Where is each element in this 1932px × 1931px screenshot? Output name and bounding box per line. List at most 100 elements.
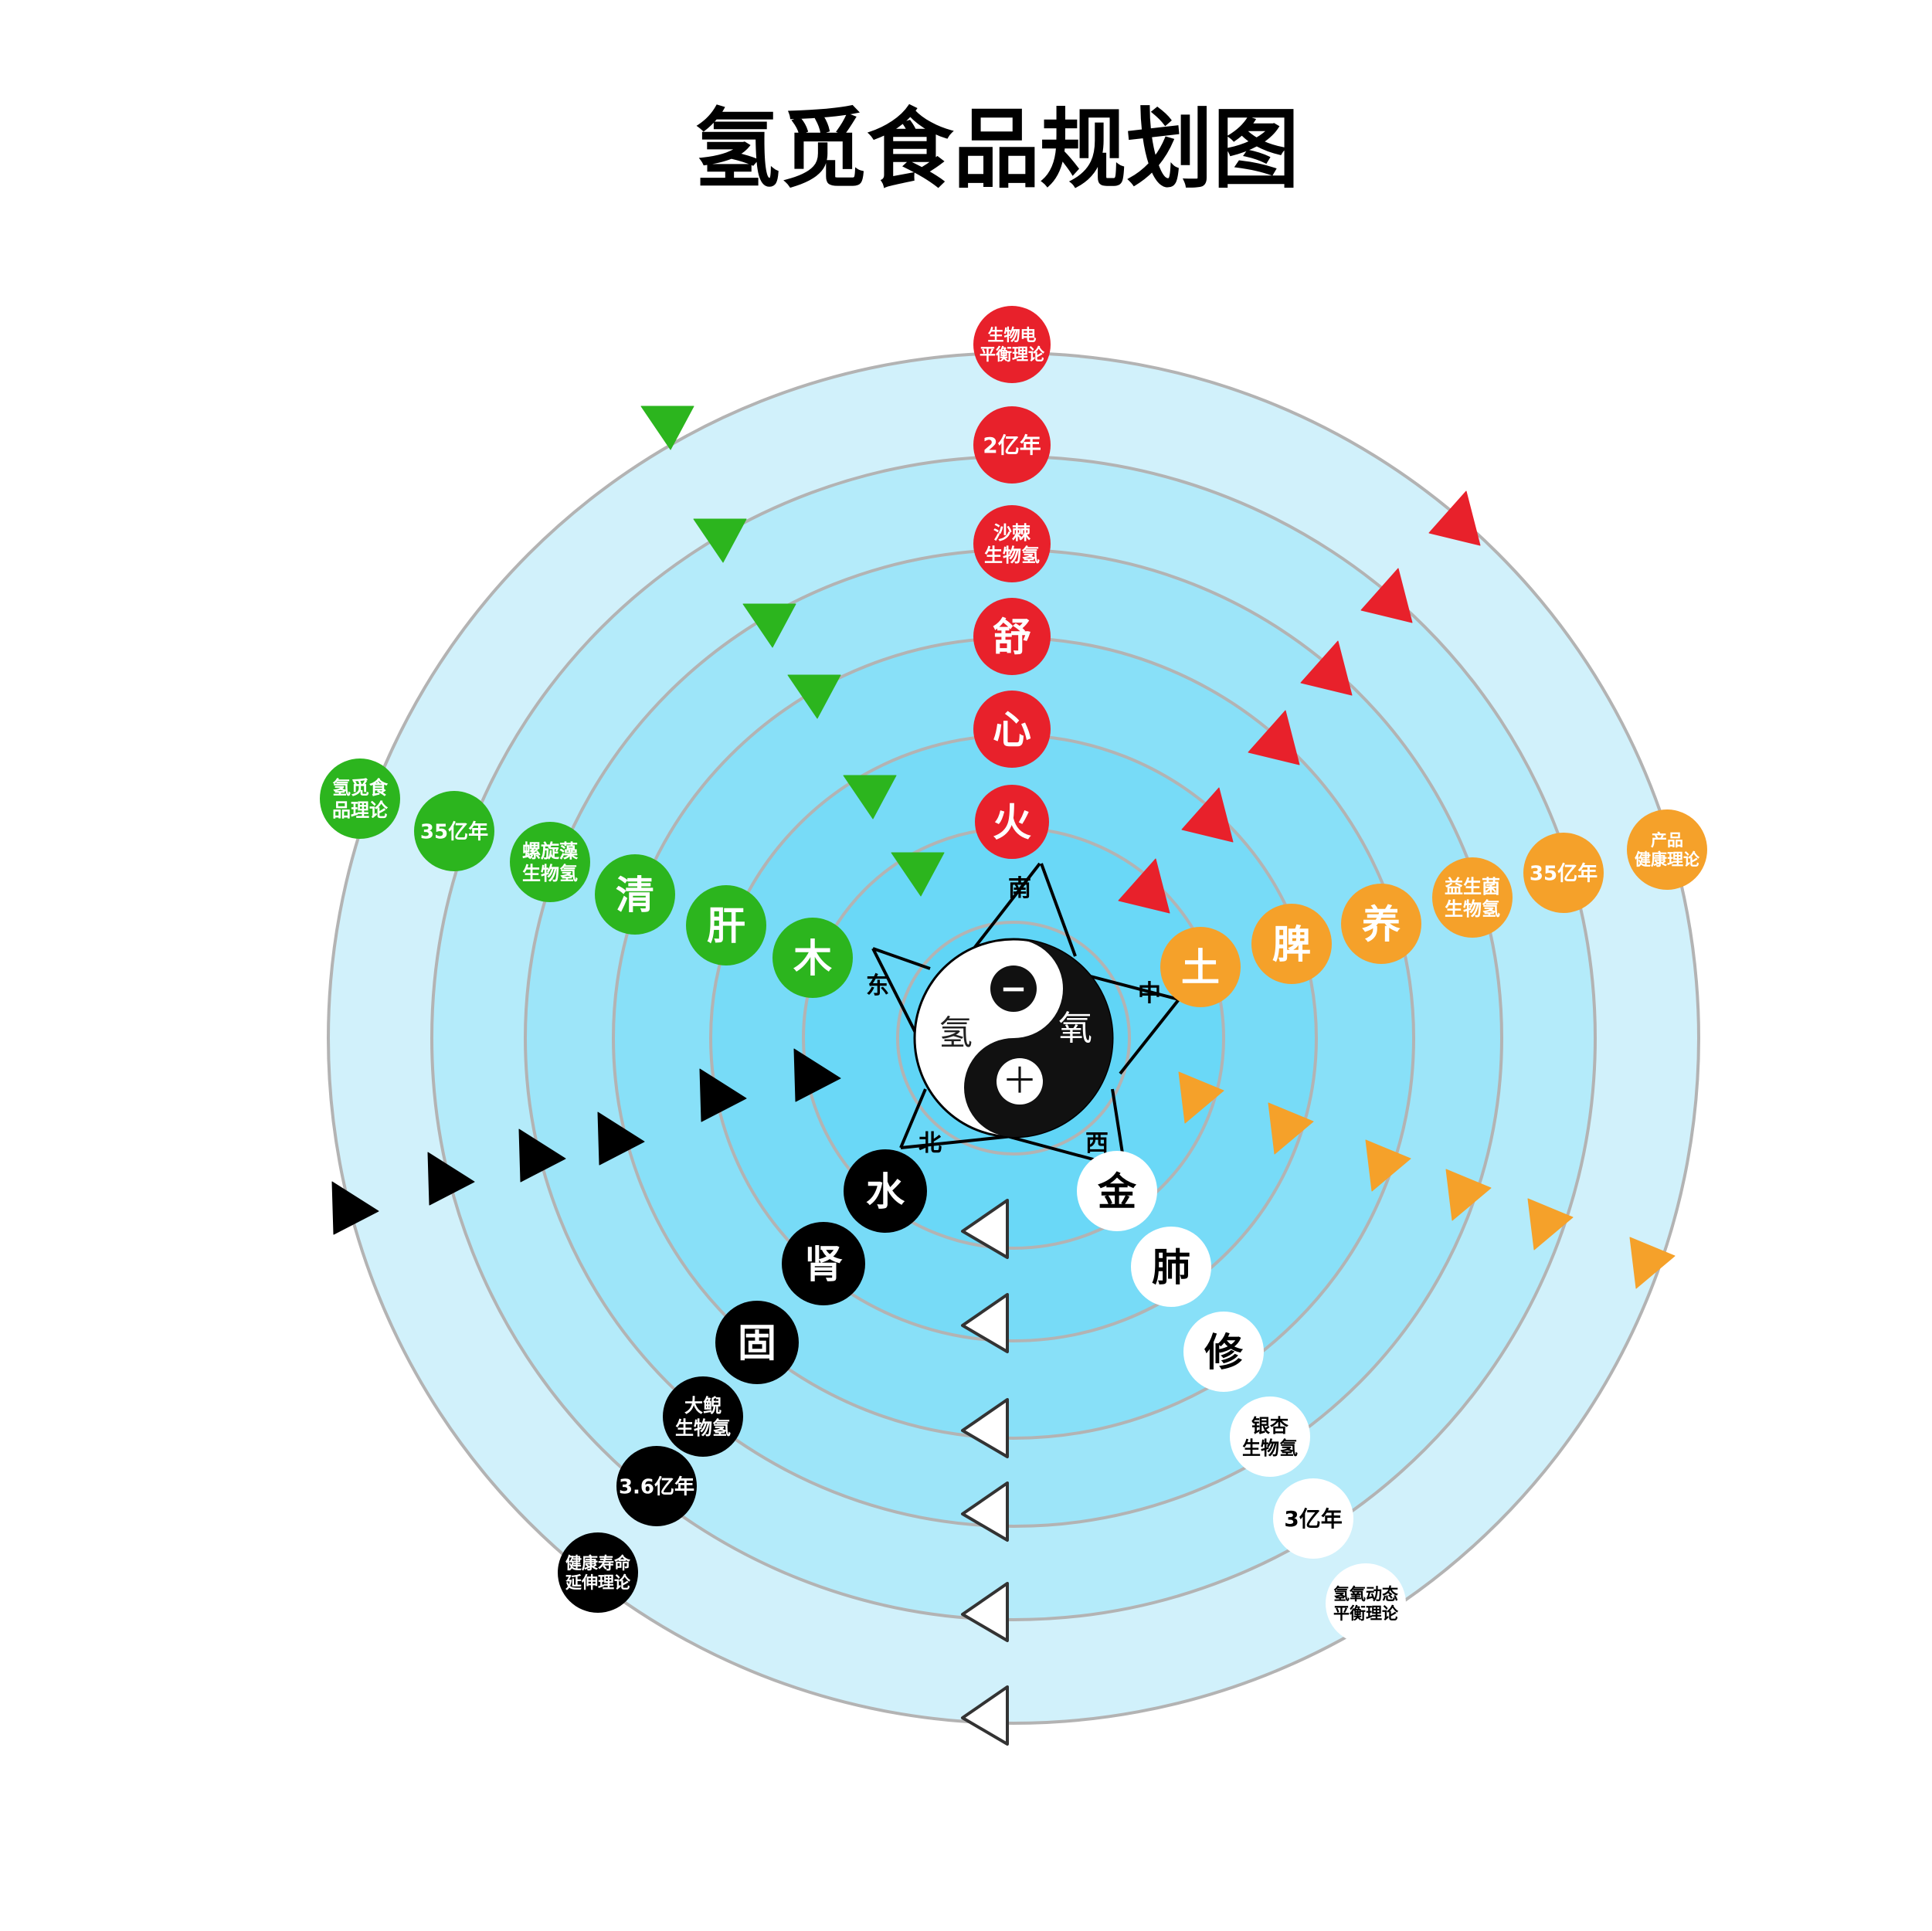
wood-node-2: 肝 <box>686 885 766 966</box>
oxygen-label: 氧 <box>1058 1009 1092 1048</box>
water-node-6: 健康寿命延伸理论 <box>558 1532 638 1613</box>
wood-node-1: 木 <box>772 918 853 998</box>
wood-node-label: 肝 <box>707 904 745 949</box>
metal-node-label-line: 肺 <box>1152 1245 1190 1290</box>
arrow-black-3 <box>597 1111 645 1166</box>
fire-node-5: 2亿年 <box>973 406 1051 484</box>
wood-node-label-line: 生物氢 <box>522 863 578 884</box>
earth-node-label: 益生菌生物氢 <box>1445 876 1500 920</box>
wood-node-label: 木 <box>793 936 832 981</box>
star-line-5 <box>1084 973 1180 1001</box>
earth-node-circle <box>1627 809 1707 890</box>
arrow-green-3 <box>742 603 796 648</box>
wood-node-6: 氢觅食品理论 <box>320 758 400 839</box>
metal-node-label: 肺 <box>1152 1245 1190 1290</box>
fire-node-label-line: 生物电 <box>988 326 1037 344</box>
wood-node-circle <box>510 822 590 902</box>
arrow-black-6 <box>331 1181 379 1235</box>
earth-node-circle <box>1251 904 1332 984</box>
fire-node-circle <box>973 406 1051 484</box>
metal-node-label-line: 生物氢 <box>1242 1437 1298 1459</box>
water-node-circle <box>844 1149 927 1233</box>
arrow-red-5 <box>1181 787 1234 843</box>
water-node-label: 健康寿命延伸理论 <box>565 1554 631 1592</box>
arrow-white-1 <box>961 1199 1009 1259</box>
wood-node-label-line: 木 <box>793 936 832 981</box>
fire-node-circle <box>975 785 1049 859</box>
water-node-3: 固 <box>715 1301 799 1384</box>
water-node-label-line: 生物氢 <box>675 1417 731 1439</box>
wood-node-label: 清 <box>616 873 654 918</box>
metal-node-label: 银杏生物氢 <box>1242 1415 1298 1459</box>
metal-node-circle <box>1230 1396 1310 1477</box>
arrow-red-2 <box>1360 568 1413 623</box>
earth-node-circle <box>1523 833 1604 913</box>
water-node-label-line: 固 <box>738 1321 776 1366</box>
water-node-label: 肾 <box>804 1242 843 1287</box>
arrow-black-5 <box>427 1152 475 1206</box>
fire-node-label: 2亿年 <box>983 433 1041 458</box>
water-node-circle <box>715 1301 799 1384</box>
metal-node-label-line: 金 <box>1098 1169 1137 1214</box>
metal-node-circle <box>1077 1151 1157 1231</box>
metal-node-4: 银杏生物氢 <box>1230 1396 1310 1477</box>
fire-node-label-line: 心 <box>993 708 1031 752</box>
wood-node-label: 氢觅食品理论 <box>332 777 389 821</box>
fire-node-circle <box>973 691 1051 768</box>
arrow-black-1 <box>793 1048 841 1102</box>
fire-node-6: 生物电平衡理论 <box>973 306 1051 383</box>
arrow-orange-4 <box>1445 1169 1492 1221</box>
arrow-red-1 <box>1428 490 1481 546</box>
plus-symbol: ＋ <box>1002 1060 1037 1101</box>
plus-dot <box>997 1058 1043 1105</box>
wood-node-circle <box>595 854 675 935</box>
fire-node-4: 沙棘生物氢 <box>973 505 1051 582</box>
metal-node-circle <box>1273 1478 1353 1559</box>
earth-node-label-line: 土 <box>1181 945 1220 990</box>
star-line-3 <box>872 947 931 970</box>
earth-node-label-line: 益生菌 <box>1445 876 1500 898</box>
wood-node-label-line: 螺旋藻 <box>522 840 579 862</box>
earth-node-label-line: 健康理论 <box>1635 850 1700 869</box>
wood-node-4: 螺旋藻生物氢 <box>510 822 590 902</box>
metal-node-2: 肺 <box>1131 1227 1211 1307</box>
earth-node-label: 养 <box>1362 902 1401 947</box>
arrow-orange-1 <box>1178 1071 1224 1124</box>
arrow-red-4 <box>1248 710 1300 765</box>
earth-node-label-line: 脾 <box>1272 922 1311 967</box>
wood-node-label-line: 品理论 <box>332 799 389 821</box>
wood-node-circle <box>320 758 400 839</box>
arrow-white-4 <box>961 1481 1009 1542</box>
wood-node-label-line: 氢觅食 <box>332 777 389 799</box>
direction-south: 南 <box>1008 875 1031 902</box>
element-nodes: 火心舒沙棘生物氢2亿年生物电平衡理论木肝清螺旋藻生物氢35亿年氢觅食品理论土脾养… <box>320 306 1707 1644</box>
direction-west: 西 <box>1085 1130 1109 1157</box>
metal-node-label-line: 银杏 <box>1251 1415 1289 1437</box>
earth-node-1: 土 <box>1160 927 1241 1007</box>
page-title: 氢觅食品规划图 <box>694 100 1299 200</box>
fire-node-label: 沙棘生物氢 <box>984 522 1040 566</box>
metal-node-label: 3亿年 <box>1284 1506 1342 1532</box>
earth-node-label-line: 生物氢 <box>1445 898 1500 920</box>
fire-node-label: 心 <box>993 708 1031 752</box>
earth-node-label-line: 产品 <box>1651 831 1683 850</box>
water-node-label-line: 肾 <box>804 1242 843 1287</box>
metal-node-circle <box>1326 1563 1406 1644</box>
minus-symbol: − <box>1000 969 1027 1007</box>
arrow-red-6 <box>1118 858 1170 914</box>
arrow-orange-2 <box>1268 1102 1314 1155</box>
water-node-label-line: 3.6亿年 <box>619 1475 694 1498</box>
earth-node-circle <box>1432 857 1513 938</box>
fire-node-circle <box>973 306 1051 383</box>
fire-node-label-line: 火 <box>993 800 1031 845</box>
earth-node-label: 土 <box>1181 945 1220 990</box>
fire-node-label: 舒 <box>993 615 1031 660</box>
water-node-label: 大鲵生物氢 <box>675 1395 731 1439</box>
metal-node-1: 金 <box>1077 1151 1157 1231</box>
star-line-1 <box>1040 863 1077 957</box>
earth-node-4: 益生菌生物氢 <box>1432 857 1513 938</box>
metal-node-3: 修 <box>1183 1312 1264 1392</box>
arrow-white-2 <box>961 1293 1009 1353</box>
wood-node-label: 35亿年 <box>420 820 488 843</box>
